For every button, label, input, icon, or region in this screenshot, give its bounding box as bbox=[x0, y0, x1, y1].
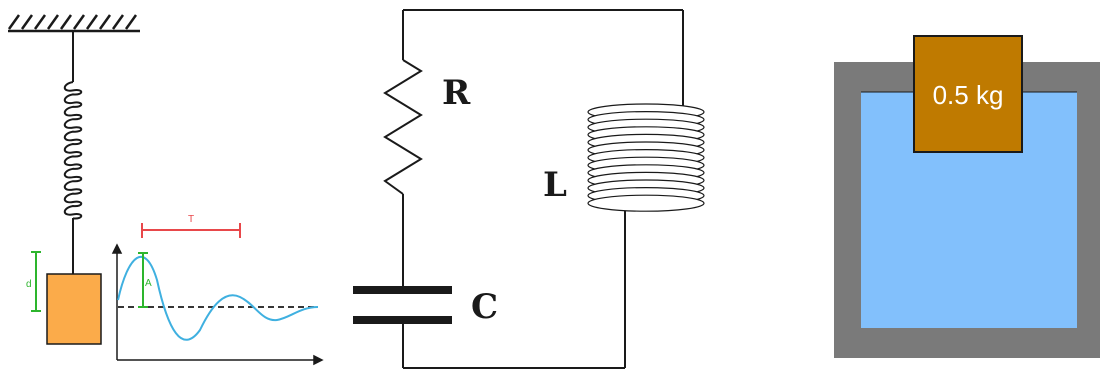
displacement-label: d bbox=[26, 279, 32, 290]
capacitor-icon bbox=[353, 286, 452, 324]
circuit-wires bbox=[402, 9, 684, 369]
inductor-label: L bbox=[543, 165, 567, 205]
period-label: T bbox=[188, 214, 194, 225]
spring-mass-panel: d A T bbox=[7, 14, 324, 366]
displacement-marker bbox=[31, 251, 41, 312]
mass-label: 0.5 kg bbox=[933, 80, 1004, 110]
buoyancy-panel: 0.5 kg bbox=[834, 35, 1100, 358]
amplitude-label: A bbox=[145, 278, 152, 289]
resistor-icon bbox=[383, 59, 423, 195]
resistor-label: R bbox=[442, 73, 471, 113]
amplitude-marker bbox=[138, 252, 148, 308]
graph-axes bbox=[111, 243, 324, 366]
ceiling-hatch-icon bbox=[7, 14, 140, 33]
floating-mass-block bbox=[913, 35, 1023, 153]
hanging-mass-block bbox=[46, 273, 102, 345]
rlc-circuit-panel: R C L bbox=[353, 9, 705, 369]
inductor-winding bbox=[587, 194, 705, 212]
period-marker bbox=[141, 223, 241, 238]
spring-icon bbox=[63, 31, 83, 274]
inductor-coil-icon bbox=[587, 103, 705, 212]
damped-oscillation-curve bbox=[117, 255, 319, 341]
capacitor-label: C bbox=[471, 287, 498, 327]
